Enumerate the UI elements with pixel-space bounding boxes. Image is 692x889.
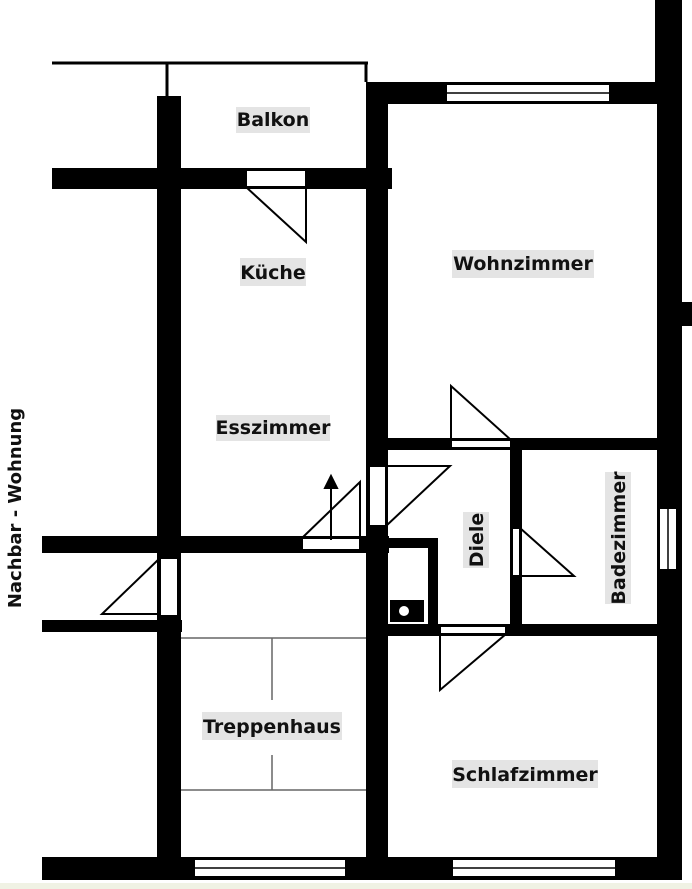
door-badezimmer	[511, 527, 521, 577]
walls	[42, 0, 692, 880]
label-wohnzimmer: Wohnzimmer	[452, 250, 594, 278]
door-entrance	[159, 557, 179, 617]
door-balkon	[245, 169, 307, 188]
windows	[193, 83, 678, 878]
label-kueche: Küche	[240, 258, 306, 286]
neighbor-label: Nachbar - Wohnung	[5, 408, 26, 608]
label-esszimmer: Esszimmer	[215, 415, 331, 441]
label-schlafzimmer: Schlafzimmer	[452, 760, 598, 788]
svg-text:Badezimmer: Badezimmer	[608, 471, 630, 605]
balcony-railing	[52, 61, 368, 96]
arrow-icon	[323, 473, 339, 540]
svg-text:Balkon: Balkon	[237, 109, 310, 131]
door-wohnzimmer	[450, 439, 512, 449]
doors	[99, 169, 577, 693]
door-diele	[368, 465, 387, 527]
label-balkon: Balkon	[236, 107, 310, 133]
svg-text:Wohnzimmer: Wohnzimmer	[453, 253, 593, 275]
svg-text:Diele: Diele	[466, 513, 488, 568]
bottom-strip	[0, 883, 692, 889]
svg-text:Küche: Küche	[240, 262, 306, 284]
label-treppenhaus: Treppenhaus	[202, 712, 342, 740]
door-schlafzimmer	[439, 625, 507, 635]
svg-text:Treppenhaus: Treppenhaus	[203, 716, 341, 738]
label-diele: Diele	[463, 512, 489, 568]
label-badezimmer: Badezimmer	[605, 471, 631, 605]
svg-text:Esszimmer: Esszimmer	[215, 417, 331, 439]
staircase	[181, 637, 366, 791]
utility-symbol	[390, 600, 424, 622]
svg-text:Schlafzimmer: Schlafzimmer	[452, 764, 598, 786]
